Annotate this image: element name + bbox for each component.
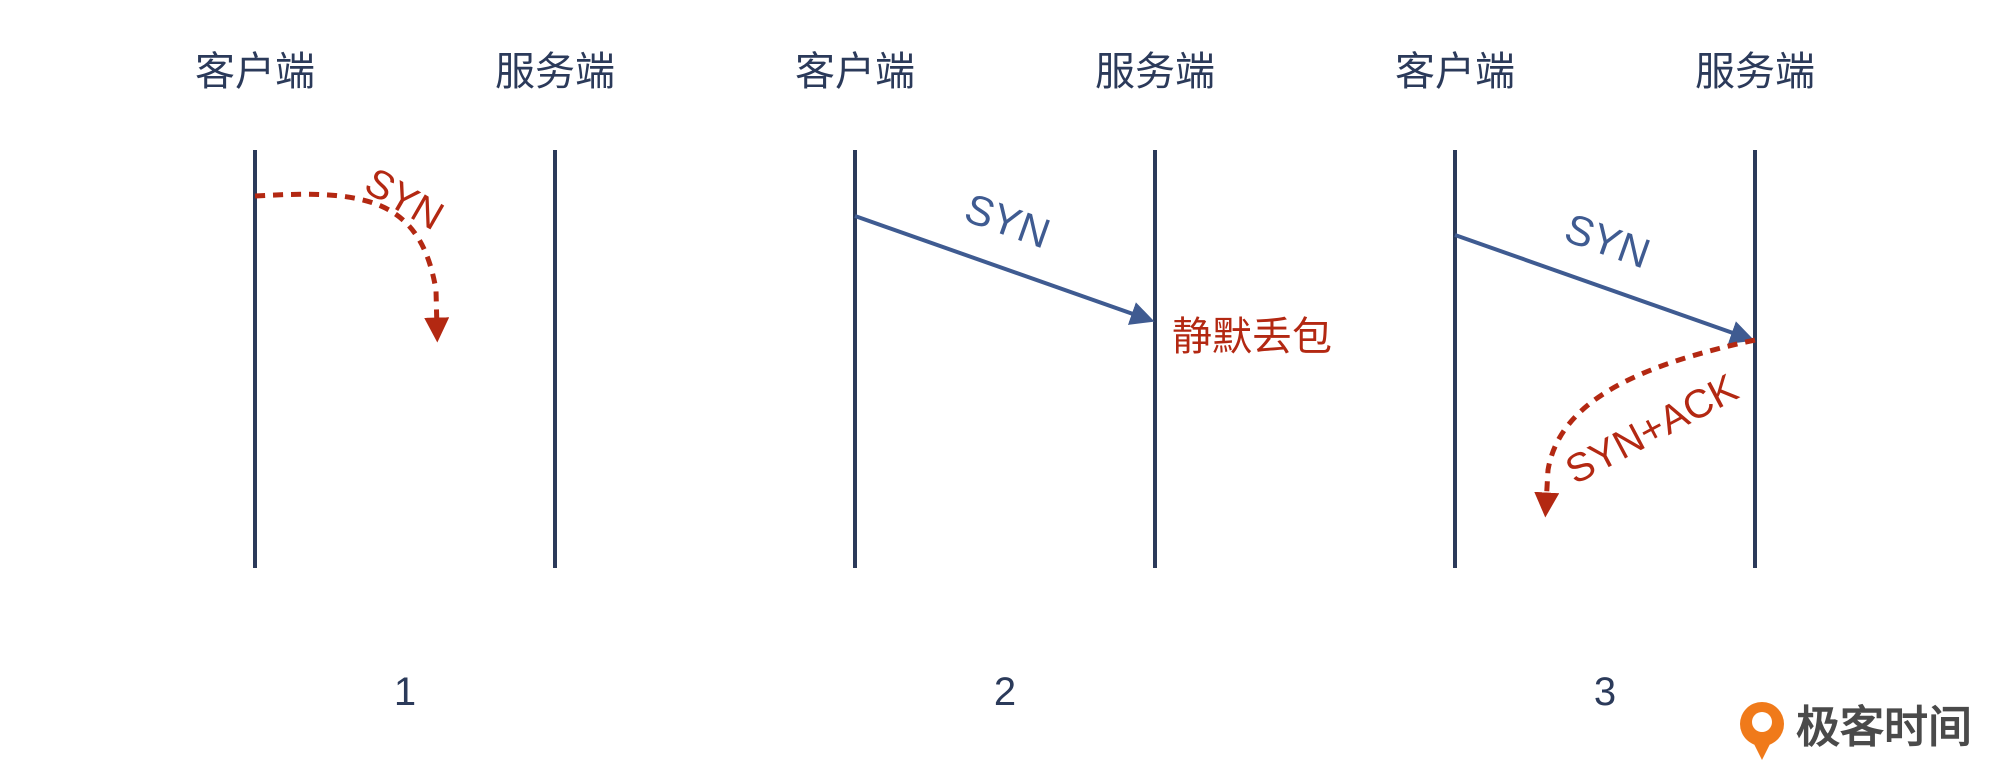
panel-2: 客户端 服务端 SYN 静默丢包 2 xyxy=(795,49,1332,714)
syn-label: SYN xyxy=(358,160,451,239)
server-label: 服务端 xyxy=(495,49,615,95)
client-label: 客户端 xyxy=(195,49,315,95)
syn-ack-label: SYN+ACK xyxy=(1559,366,1746,493)
syn-arrow xyxy=(854,214,1155,325)
client-label: 客户端 xyxy=(1395,49,1515,95)
syn-lost-arrow xyxy=(254,191,450,343)
silent-drop-label: 静默丢包 xyxy=(1172,314,1332,360)
syn-arrow xyxy=(1454,233,1755,344)
panel-1: 客户端 服务端 SYN 1 xyxy=(195,49,615,714)
panel-number: 3 xyxy=(1594,670,1616,714)
panel-number: 2 xyxy=(994,670,1016,714)
geektime-icon xyxy=(1740,702,1784,760)
panel-3: 客户端 服务端 SYN SYN+ACK 3 xyxy=(1395,49,1815,714)
panel-number: 1 xyxy=(394,670,416,714)
brand-logo: 极客时间 xyxy=(1740,702,1972,760)
client-label: 客户端 xyxy=(795,49,915,95)
syn-label: SYN xyxy=(959,184,1056,257)
syn-label: SYN xyxy=(1559,204,1656,277)
brand-name: 极客时间 xyxy=(1796,702,1972,753)
syn-ack-arrow xyxy=(1534,337,1756,518)
server-label: 服务端 xyxy=(1095,49,1215,95)
server-label: 服务端 xyxy=(1695,49,1815,95)
